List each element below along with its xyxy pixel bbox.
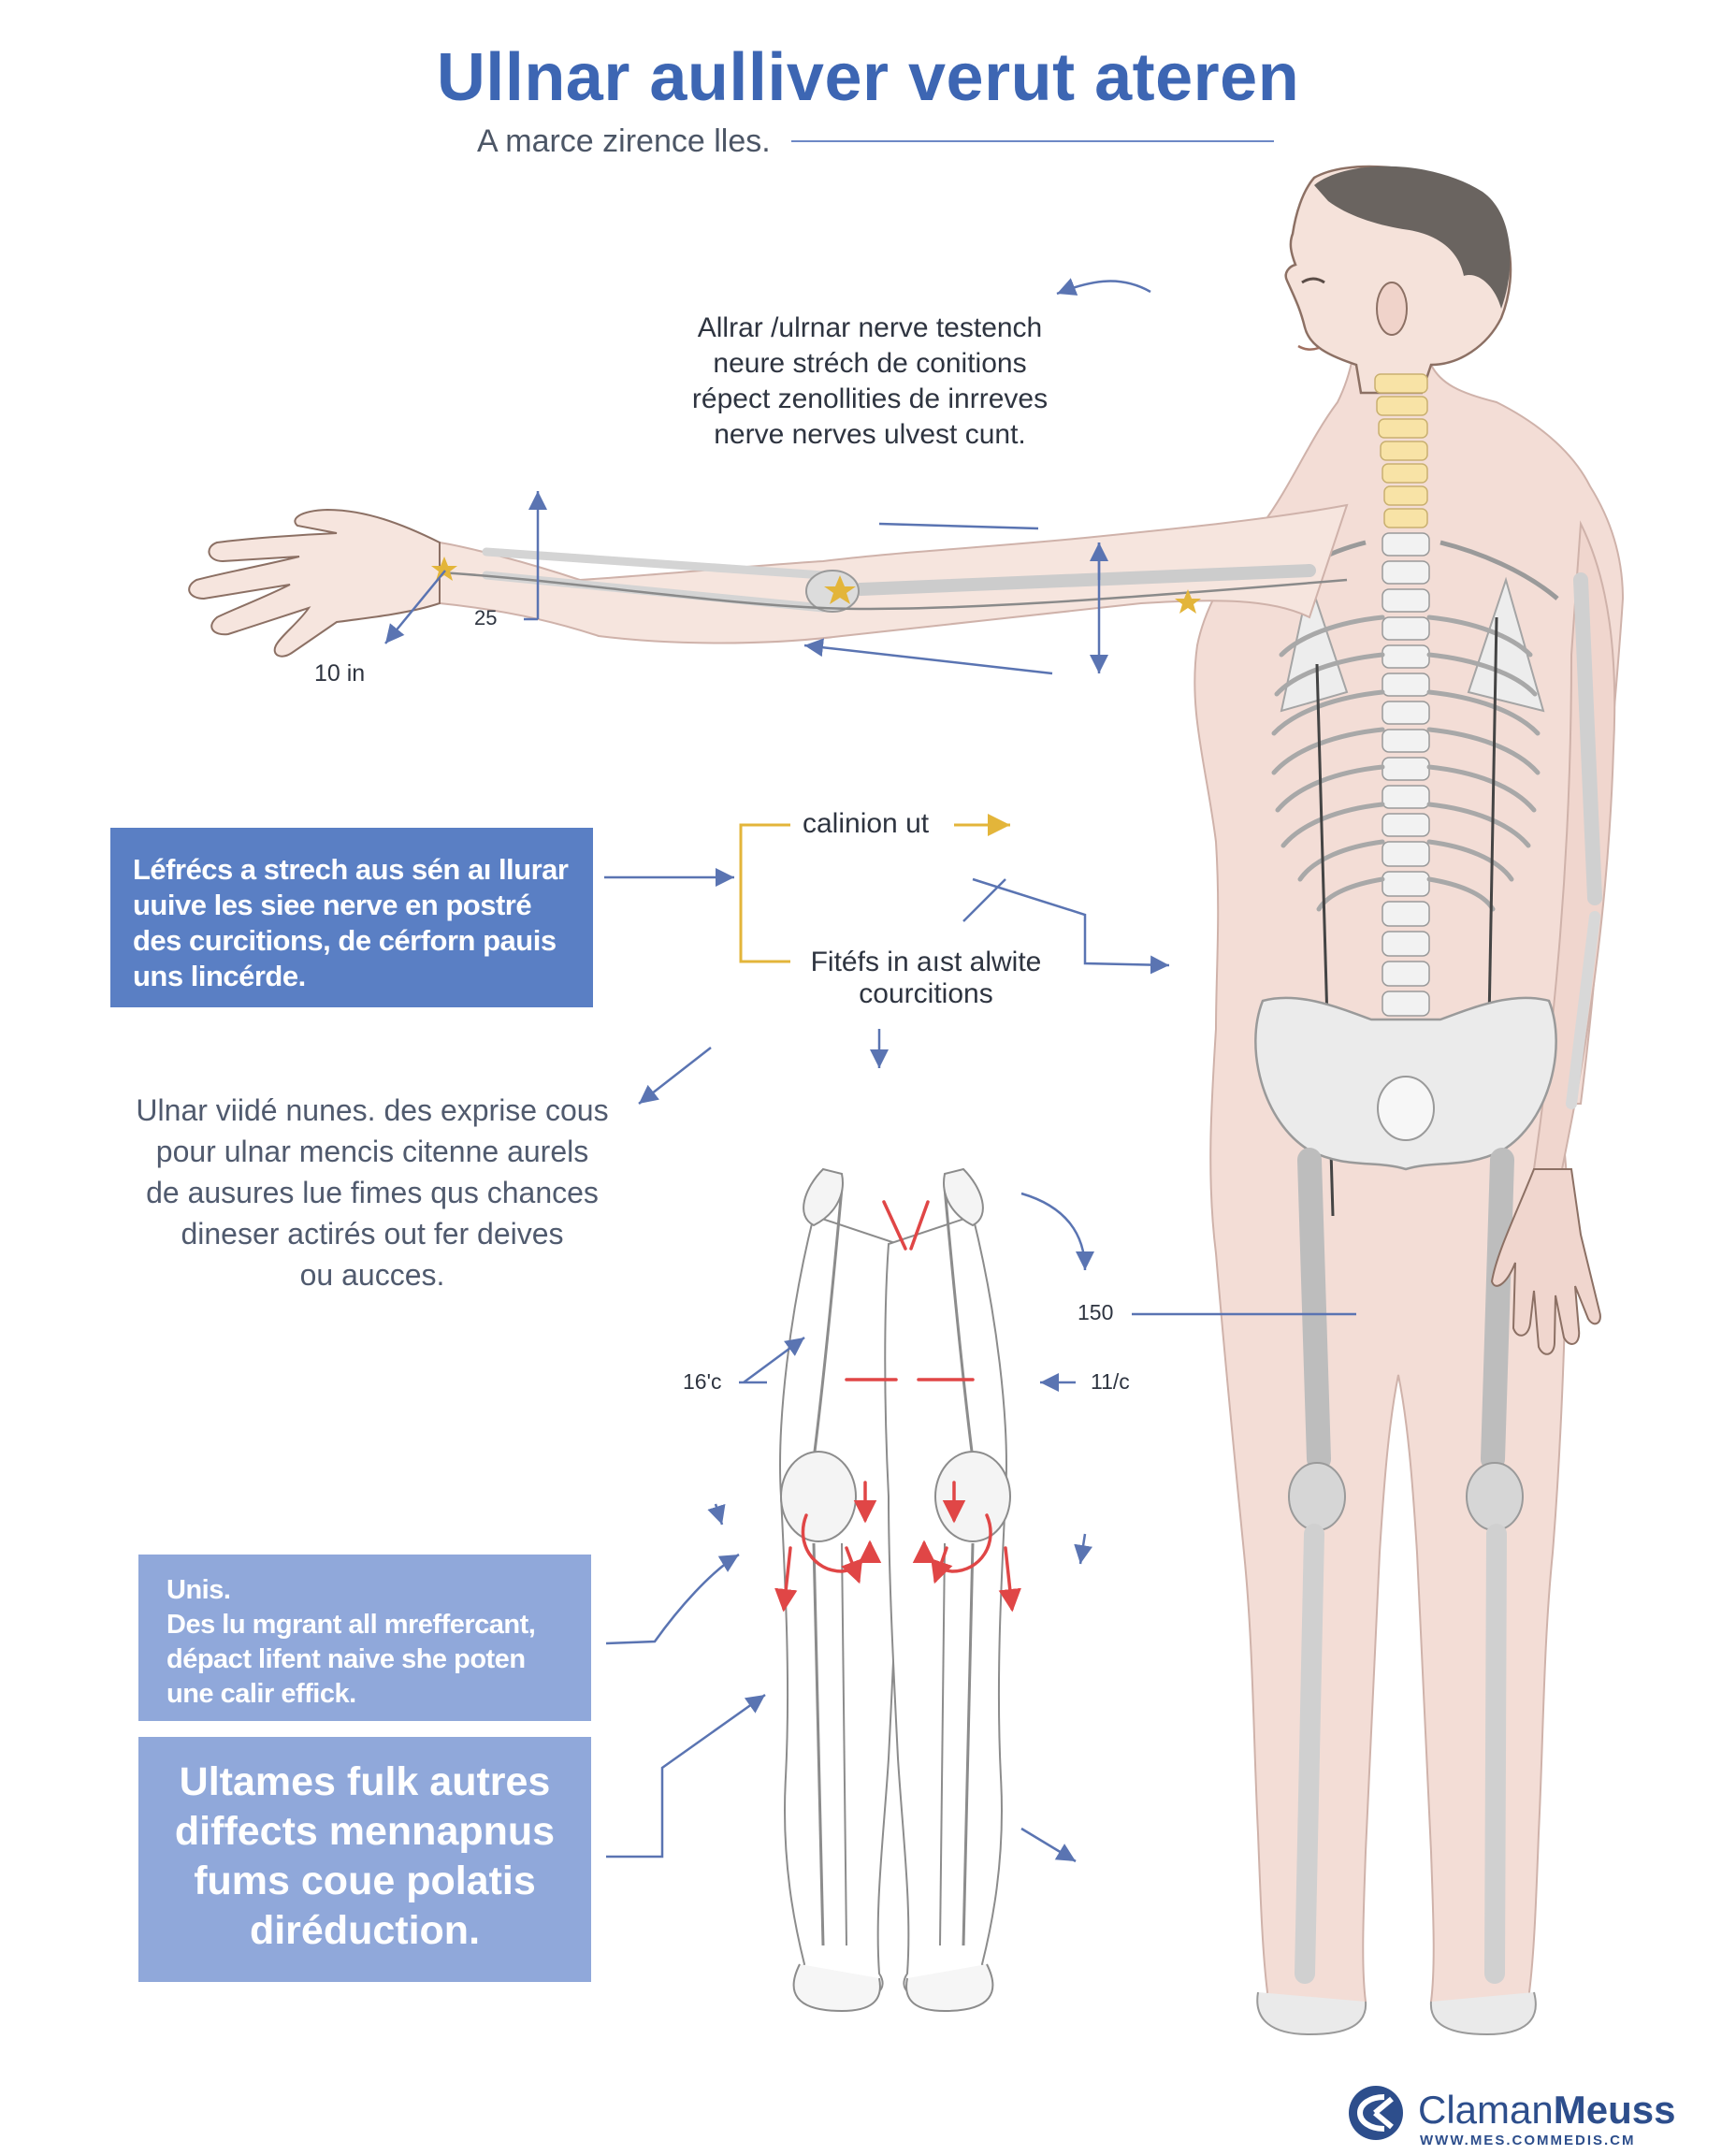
center-note: Allrar /ulrnar nerve testench neure stré… — [599, 311, 1141, 453]
measurement-right-thigh: 11/c — [1091, 1369, 1130, 1394]
measurement-left-thigh: 16'c — [683, 1369, 722, 1394]
body-line: dineser actirés out fer deives — [181, 1217, 564, 1251]
figure-hanging-arm — [1532, 520, 1616, 1170]
outstretched-hand — [188, 508, 441, 658]
flow-bottom-line: Fitéfs in aıst alwite — [810, 947, 1042, 977]
subtitle-rule — [791, 140, 1274, 142]
logo-name-part2: Meuss — [1553, 2088, 1676, 2132]
logo-name: ClamanMeuss — [1418, 2088, 1675, 2133]
logo-mark — [1349, 2086, 1403, 2140]
flow-bottom-label: Fitéfs in aıst alwite courcitions — [767, 947, 1085, 1010]
cervical-spine — [1374, 373, 1428, 528]
thoracic-spine — [1382, 532, 1430, 1017]
info-box-units-heading: Unis. — [166, 1575, 231, 1605]
brand-logo: ClamanMeuss WWW.MES.COMMEDIS.CM — [1347, 2084, 1721, 2149]
measurement-forearm: 25 — [474, 606, 498, 629]
info-box-units-text: Des lu mgrant all mreffercant, dépact li… — [166, 1610, 536, 1709]
figure-ear — [1376, 282, 1408, 336]
info-box-effects: Ultames fulk autres diffects mennapnus f… — [138, 1737, 591, 1982]
body-line: ou aucces. — [299, 1258, 445, 1292]
flow-bottom-line: courcitions — [859, 978, 993, 1009]
legs-closeup — [779, 1167, 1011, 2013]
page-subtitle: A marce zirence lles. — [477, 123, 771, 159]
stretch-indicators — [774, 1200, 1021, 1613]
center-note-line: Allrar /ulrnar nerve testench — [697, 312, 1043, 343]
page-title: Ullnar aulliver verut ateren — [436, 40, 1300, 115]
figure-hair — [1314, 166, 1511, 309]
info-box-stretch: Léfrécs a strech aus sén aı llurar uuive… — [110, 828, 593, 1007]
logo-url: WWW.MES.COMMEDIS.CM — [1420, 2133, 1636, 2148]
center-note-line: répect zenollities de inrreves — [691, 383, 1049, 414]
flow-top-label: calinion ut — [803, 808, 930, 839]
outstretched-arm — [188, 503, 1349, 658]
body-paragraph: Ulnar viidé nunes. des exprise cous pour… — [110, 1090, 634, 1295]
standing-figure — [1194, 165, 1625, 2036]
body-line: Ulnar viidé nunes. des exprise cous — [136, 1093, 609, 1127]
center-note-line: nerve nerves ulvest cunt. — [714, 419, 1026, 450]
body-line: pour ulnar mencis citenne aurels — [155, 1135, 589, 1168]
logo-name-part1: Claman — [1418, 2088, 1554, 2132]
info-box-units: Unis. Des lu mgrant all mreffercant, dép… — [138, 1555, 591, 1721]
measurement-hip: 150 — [1078, 1300, 1114, 1324]
figure-eye — [1301, 277, 1325, 284]
center-note-line: neure stréch de conitions — [713, 348, 1027, 379]
annotation-arrows — [384, 278, 1356, 1863]
flow-bracket — [739, 814, 1010, 963]
measurement-wrist: 10 in — [314, 660, 366, 687]
hanging-hand — [1490, 1168, 1601, 1355]
body-line: de ausures lue fimes qus chances — [146, 1176, 599, 1209]
